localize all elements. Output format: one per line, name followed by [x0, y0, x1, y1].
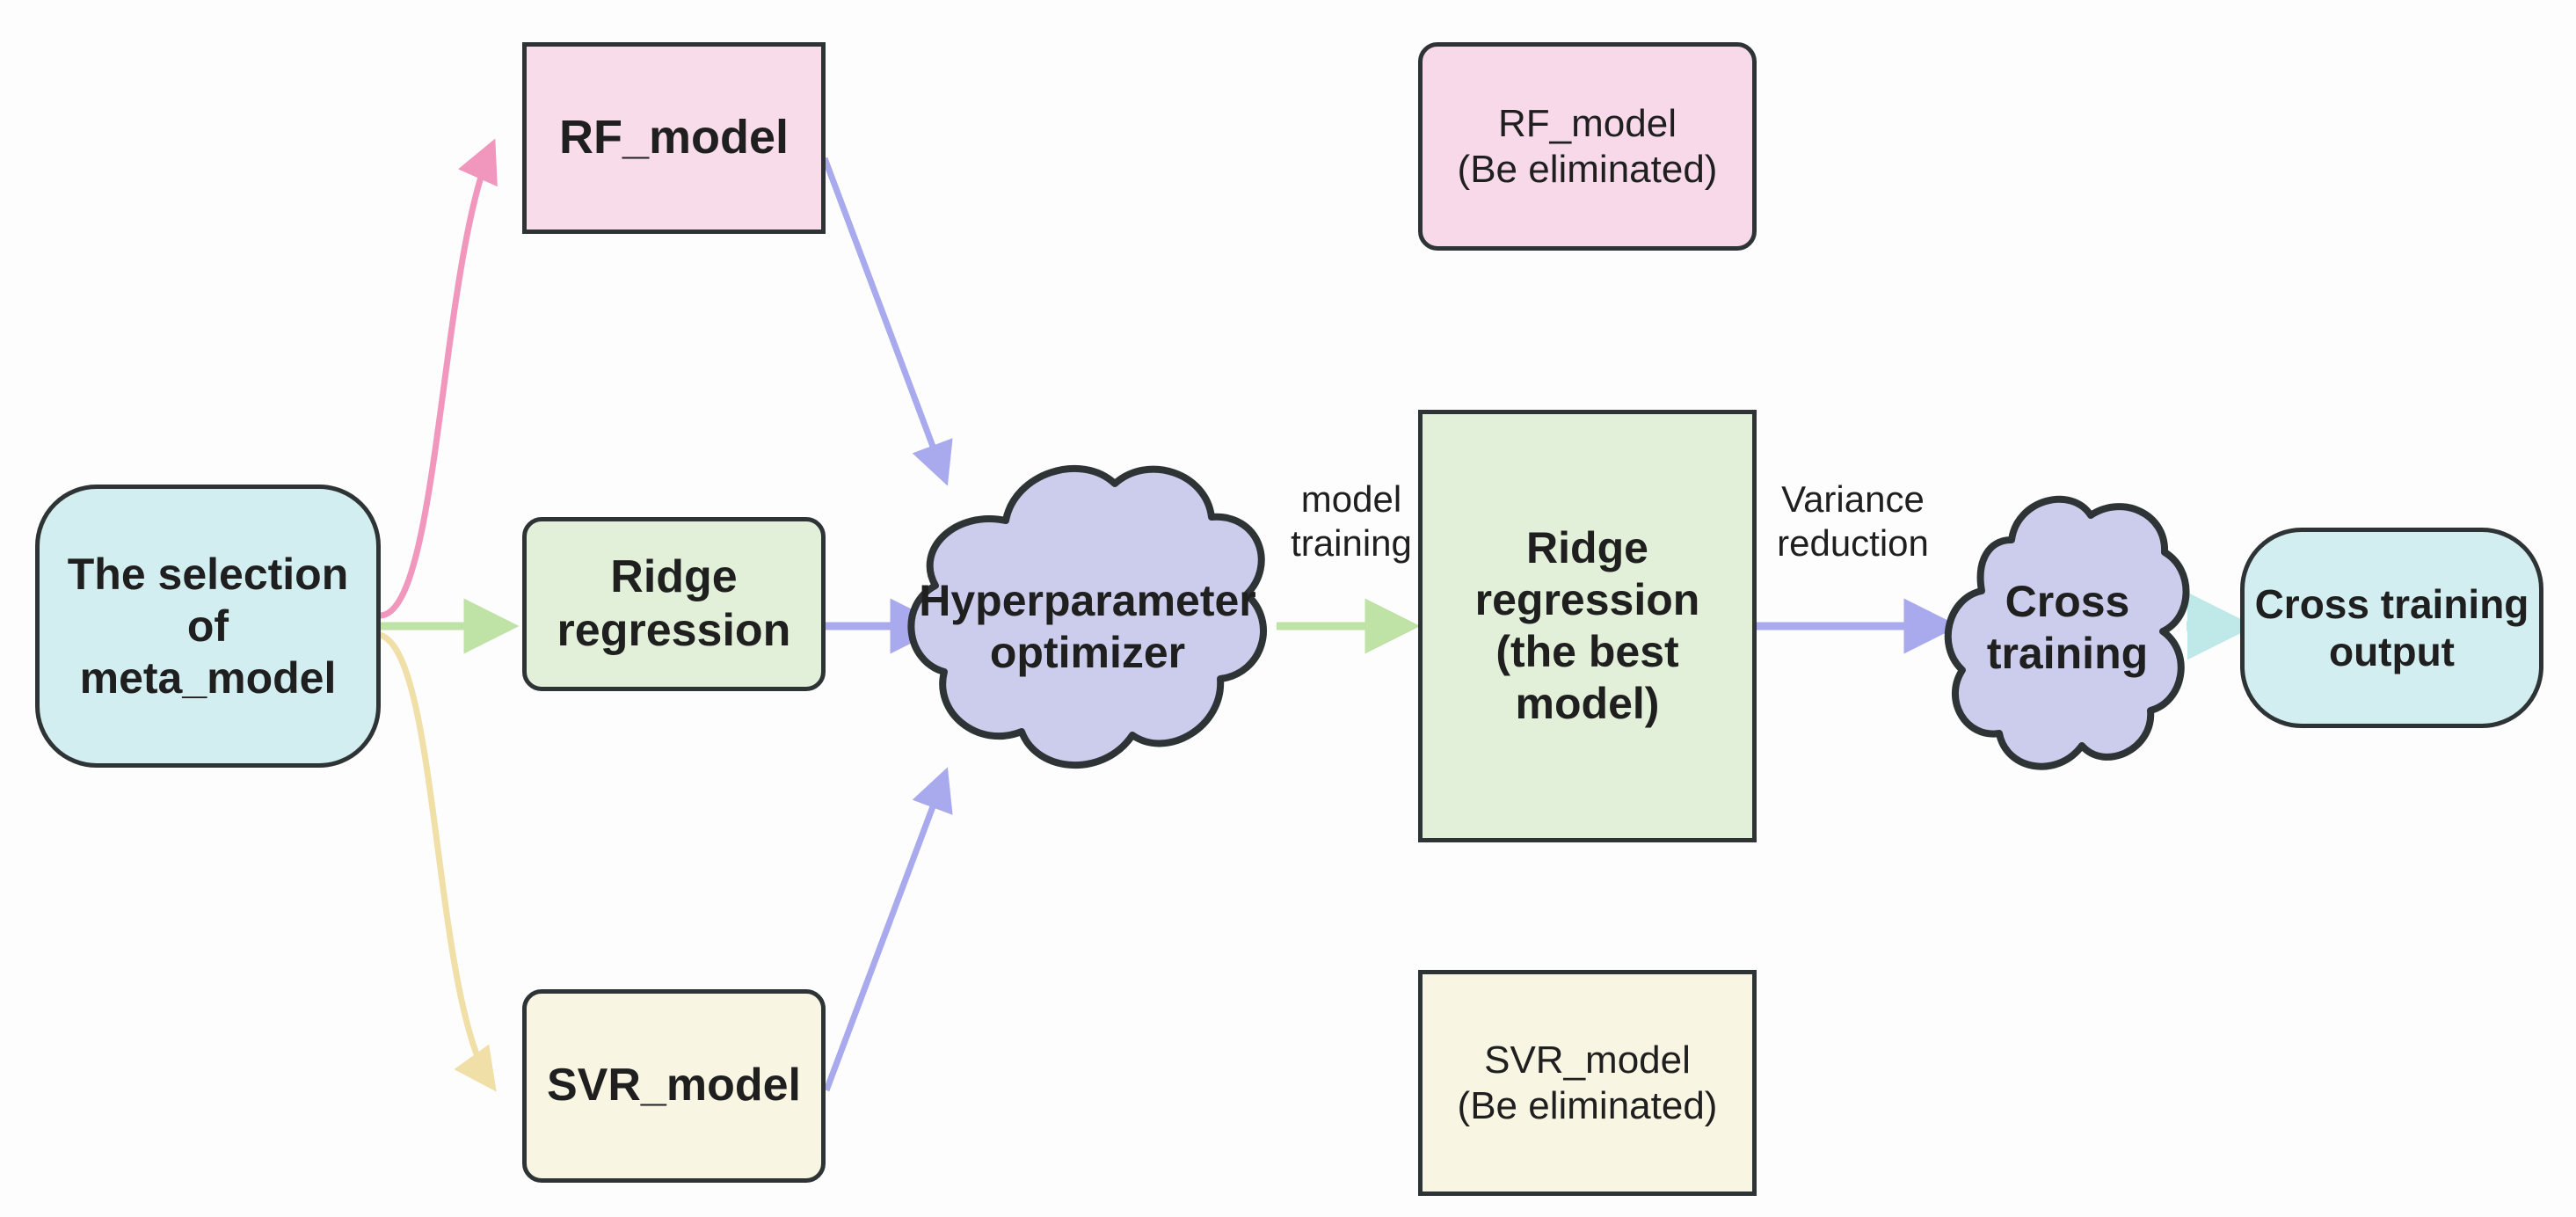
node-hyperparameter-optimizer-label: Hyperparameter optimizer [919, 575, 1256, 677]
edge-start-to-svr [378, 631, 497, 1092]
node-svr-model-eliminated[interactable]: SVR_model (Be eliminated) [1418, 970, 1757, 1196]
node-cross-training-label: Cross training [1986, 577, 2149, 678]
node-best-model[interactable]: Ridge regression (the best model) [1418, 410, 1757, 842]
edge-start-to-rf [379, 138, 498, 619]
node-hyperparameter-optimizer[interactable]: Hyperparameter optimizer [893, 422, 1282, 831]
node-rf-model[interactable]: RF_model [522, 42, 826, 234]
node-rf-model-eliminated[interactable]: RF_model (Be eliminated) [1418, 42, 1757, 251]
edge-rf-to-optimizer [821, 157, 953, 486]
edge-label-model-training: model training [1285, 477, 1417, 566]
node-cross-training-output[interactable]: Cross training output [2240, 528, 2543, 728]
node-start[interactable]: The selection of meta_model [35, 485, 381, 768]
edge-svr-to-optimizer [823, 767, 953, 1092]
node-svr-model[interactable]: SVR_model [522, 989, 826, 1183]
node-cross-training[interactable]: Cross training [1943, 466, 2192, 790]
node-ridge-regression[interactable]: Ridge regression [522, 517, 826, 691]
edge-label-variance-reduction: Variance reduction [1758, 477, 1947, 566]
